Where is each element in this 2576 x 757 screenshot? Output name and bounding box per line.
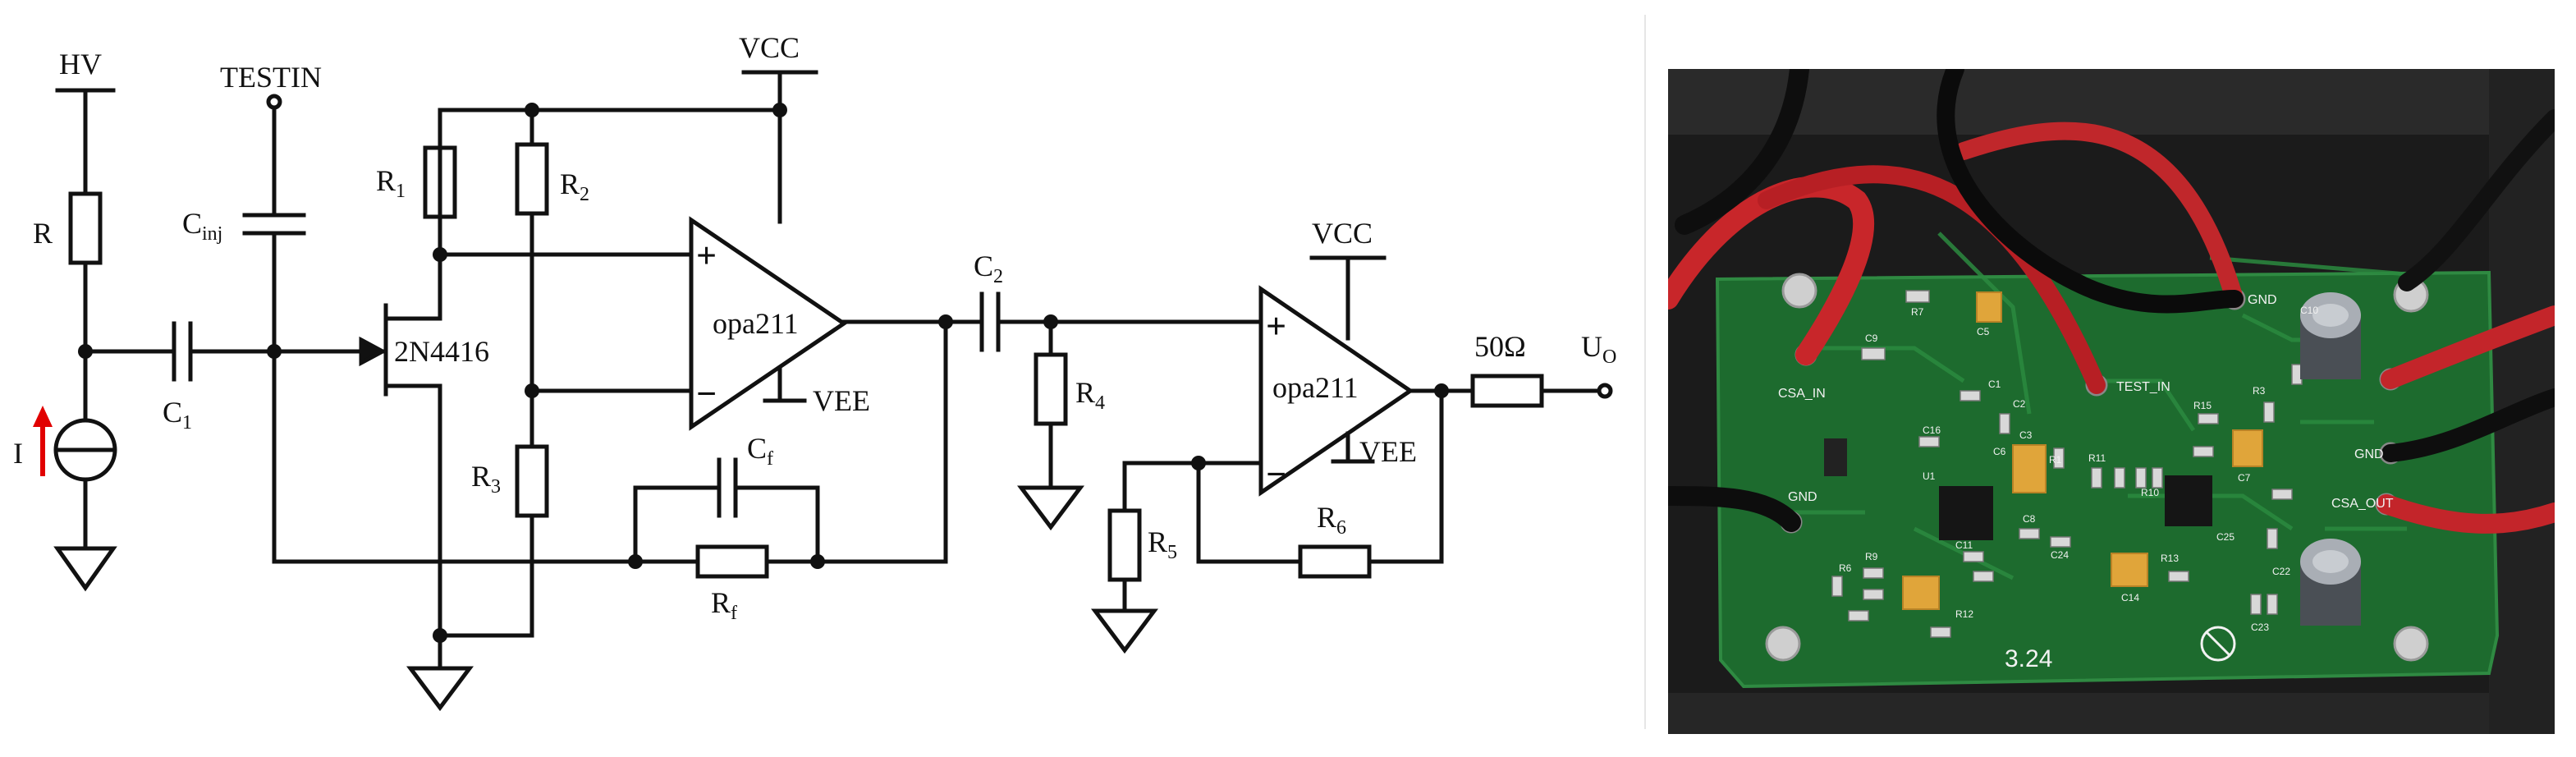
r4-label: R4 bbox=[1075, 376, 1105, 414]
wire-black-1 bbox=[1675, 69, 1809, 235]
r6-label: R6 bbox=[1317, 501, 1346, 539]
panel-divider bbox=[1644, 15, 1646, 729]
ground-symbol-1 bbox=[53, 546, 117, 592]
silk-date: 3.24 bbox=[2005, 645, 2052, 672]
silk-r15: R15 bbox=[2193, 400, 2212, 411]
silk-csa-out: CSA_OUT bbox=[2331, 497, 2394, 511]
resistor-rf bbox=[695, 544, 769, 579]
silk-gnd-right: GND bbox=[2354, 447, 2384, 461]
wire-black-3 bbox=[1668, 486, 1801, 532]
silk-c24: C24 bbox=[2051, 549, 2069, 561]
r3-label: R3 bbox=[471, 460, 501, 498]
silk-gnd-left: GND bbox=[1788, 490, 1817, 504]
wire-red-3 bbox=[1955, 122, 2244, 308]
resistor-r5 bbox=[1107, 508, 1142, 582]
cf-label: Cf bbox=[747, 432, 773, 470]
silk-gnd-top: GND bbox=[2248, 293, 2277, 307]
c2-label: C2 bbox=[974, 250, 1003, 287]
testin-label: TESTIN bbox=[220, 61, 322, 94]
wire-black-4 bbox=[2381, 388, 2555, 462]
silk-c2: C2 bbox=[2013, 398, 2026, 410]
silk-r3: R3 bbox=[2253, 385, 2266, 397]
silk-csa-in: CSA_IN bbox=[1778, 387, 1826, 401]
opamp1-label: opa211 bbox=[713, 307, 799, 340]
wire-red-4 bbox=[2381, 305, 2555, 389]
vee-label-2: VEE bbox=[1359, 435, 1417, 468]
silk-c22: C22 bbox=[2272, 566, 2290, 577]
r2-label: R2 bbox=[560, 167, 589, 205]
silk-c6: C6 bbox=[1993, 446, 2006, 457]
resistor-r2 bbox=[515, 142, 549, 216]
pcb-photo: CSA_IN TEST_IN GND GND GND CSA_OUT 3.24 … bbox=[1668, 69, 2555, 734]
silk-r13: R13 bbox=[2161, 553, 2179, 564]
c1-label: C1 bbox=[163, 396, 192, 434]
silk-r11: R11 bbox=[2088, 452, 2106, 464]
opamp2-minus: − bbox=[1266, 454, 1286, 494]
r-label: R bbox=[33, 217, 53, 250]
resistor-r6 bbox=[1298, 544, 1372, 579]
current-arrow bbox=[33, 406, 53, 476]
resistor-r1 bbox=[423, 145, 457, 219]
silk-c11: C11 bbox=[1955, 539, 1973, 551]
opamp1-minus: − bbox=[696, 374, 717, 414]
resistor-50ohm bbox=[1470, 374, 1544, 408]
wire-black-5 bbox=[2398, 109, 2555, 291]
ground-symbol-3 bbox=[1017, 485, 1084, 531]
wire-red-5 bbox=[2377, 494, 2555, 534]
pcb-board bbox=[1717, 273, 2497, 686]
opamp-2 bbox=[1258, 285, 1414, 497]
silk-test-in: TEST_IN bbox=[2116, 380, 2170, 394]
wire-black-2 bbox=[1937, 69, 2244, 314]
electrolytic-cap-2 bbox=[2300, 539, 2361, 626]
silk-c23: C23 bbox=[2251, 622, 2269, 633]
silk-c1: C1 bbox=[1988, 378, 2001, 390]
silk-r1: R1 bbox=[2049, 454, 2062, 466]
silk-c9: C9 bbox=[1865, 333, 1878, 344]
silk-c14: C14 bbox=[2121, 592, 2139, 603]
vcc-label-2: VCC bbox=[1312, 217, 1373, 250]
opamp2-label: opa211 bbox=[1272, 371, 1359, 404]
silk-c7: C7 bbox=[2238, 472, 2251, 484]
silk-c3: C3 bbox=[2019, 429, 2033, 441]
vcc-label-1: VCC bbox=[739, 31, 800, 64]
silk-r10: R10 bbox=[2141, 487, 2159, 498]
circuit-schematic: HV TESTIN VCC VCC VEE VEE R I 2N4416 opa… bbox=[13, 31, 1616, 712]
r5-label: R5 bbox=[1148, 525, 1177, 563]
jfet-label: 2N4416 bbox=[394, 335, 489, 368]
vee-label-1: VEE bbox=[813, 384, 870, 417]
silk-c8: C8 bbox=[2023, 513, 2036, 525]
ground-symbol-4 bbox=[1091, 608, 1158, 654]
ic-u2 bbox=[2165, 475, 2212, 526]
silk-r6: R6 bbox=[1839, 562, 1852, 574]
silk-c16: C16 bbox=[1923, 424, 1941, 436]
silk-r7: R7 bbox=[1911, 306, 1924, 318]
r1-label: R1 bbox=[376, 164, 406, 202]
hv-label: HV bbox=[59, 48, 102, 80]
silk-c5: C5 bbox=[1977, 326, 1990, 337]
electrolytic-cap-1 bbox=[2300, 292, 2361, 379]
opamp-1 bbox=[689, 216, 848, 431]
silk-r12: R12 bbox=[1955, 608, 1973, 620]
opamp1-plus: + bbox=[696, 236, 717, 276]
resistor-r3 bbox=[515, 444, 549, 518]
silk-c10: C10 bbox=[2300, 305, 2318, 316]
uo-label: UO bbox=[1581, 330, 1616, 368]
wire-red-2 bbox=[1758, 165, 2106, 394]
silk-u1: U1 bbox=[1923, 470, 1936, 482]
ground-symbol-2 bbox=[406, 666, 474, 712]
rf-label: Rf bbox=[711, 586, 737, 624]
i-label: I bbox=[13, 437, 23, 470]
silk-c25: C25 bbox=[2216, 531, 2235, 543]
r-out-label: 50Ω bbox=[1474, 330, 1526, 363]
resistor-r bbox=[68, 191, 103, 265]
silk-r9: R9 bbox=[1865, 551, 1878, 562]
ic-u1 bbox=[1939, 486, 1993, 540]
wire-red-1 bbox=[1668, 176, 1875, 365]
pb-free-logo bbox=[2200, 626, 2236, 662]
resistor-r4 bbox=[1034, 352, 1068, 426]
opamp2-plus: + bbox=[1266, 306, 1286, 346]
cinj-label: Cinj bbox=[182, 207, 222, 245]
